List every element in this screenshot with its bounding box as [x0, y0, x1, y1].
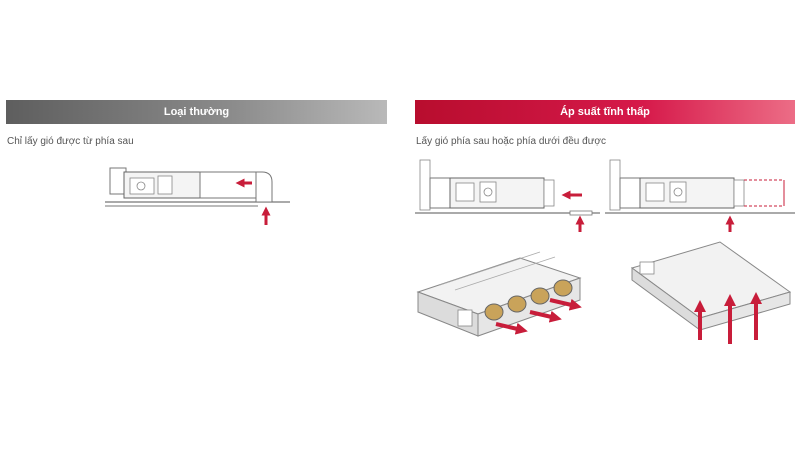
wall-bracket — [609, 159, 621, 211]
standard-unit-diagram — [105, 167, 290, 225]
fan-icon — [553, 279, 573, 297]
standard-type-caption: Chỉ lấy gió được từ phía sau — [7, 136, 134, 147]
return-plenum — [199, 171, 257, 199]
low-static-3d-bottom-view — [630, 241, 792, 344]
low-static-rear-diagram — [415, 159, 600, 232]
fan-icon — [673, 187, 683, 197]
fan-housing — [157, 175, 173, 195]
fan-icon — [484, 303, 504, 321]
standard-type-title: Loại thường — [163, 106, 230, 118]
fan-icon — [507, 295, 527, 313]
low-static-3d-rear-view — [416, 251, 582, 337]
control-box — [457, 309, 473, 327]
low-static-type-title: Áp suất tĩnh thấp — [560, 106, 650, 118]
intake-arrow-icon — [549, 298, 582, 311]
standard-type-header: Loại thường — [6, 100, 387, 124]
fan-icon — [483, 187, 493, 197]
control-box — [129, 177, 155, 195]
return-duct-elbow — [255, 171, 273, 203]
intake-arrow-icon — [495, 322, 528, 335]
control-box — [639, 261, 655, 275]
fan-icon — [136, 181, 146, 191]
intake-arrow-icon — [529, 310, 562, 323]
fan-icon — [530, 287, 550, 305]
wall-bracket — [419, 159, 431, 211]
low-static-bottom-diagram — [605, 159, 795, 232]
low-static-type-caption: Lấy gió phía sau hoặc phía dưới đều được — [416, 136, 606, 147]
low-static-type-header: Áp suất tĩnh thấp — [415, 100, 795, 124]
